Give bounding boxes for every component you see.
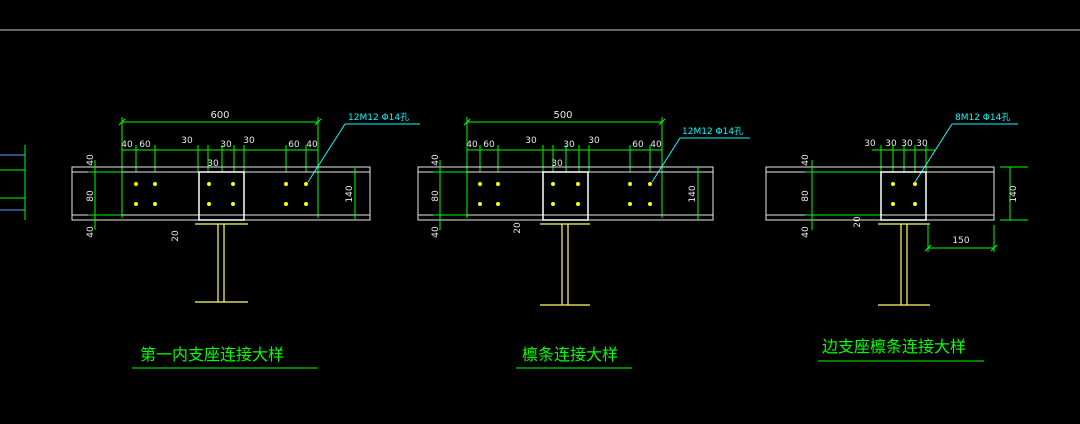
detail-2-dim-d: 30 [551,159,563,169]
detail-2-dim-b: 60 [483,140,495,150]
detail-1-dim-f: 30 [243,136,255,146]
detail-1-left-dim-mid: 80 [86,190,96,202]
detail-1-dim-e: 30 [220,140,232,150]
detail-2-dim-c: 30 [525,136,537,146]
detail-3-dim-d: 30 [916,139,928,149]
detail-1-right-dim: 140 [345,185,355,202]
detail-2-total-dimension: 500 [553,110,572,121]
detail-3-dim-b: 30 [885,139,897,149]
detail-3-dim-a: 30 [864,139,876,149]
detail-3-right-dim: 140 [1009,185,1019,202]
detail-1-dim-a: 40 [121,140,133,150]
detail-1-left-dim-bot: 40 [86,226,96,238]
detail-2-dim-f: 30 [588,136,600,146]
detail-1-first-interior-support: 600 40 60 30 30 30 30 60 40 12M12 Φ14孔 [71,110,420,369]
detail-3-bolts [891,182,917,206]
detail-1-dim-c: 30 [181,136,193,146]
detail-2-left-dim-mid: 80 [431,190,441,202]
detail-1-total-dimension: 600 [210,110,229,121]
detail-2-left-dim-bot: 40 [431,226,441,238]
detail-1-dim-g: 60 [288,140,300,150]
detail-3-end-support-purlin: 30 30 30 30 8M12 Φ14孔 40 80 [765,112,1028,362]
detail-2-purlin-connection: 500 40 60 30 30 30 30 60 40 12M12 Φ14孔 [417,110,750,369]
detail-3-gap-dim: 20 [853,216,863,228]
detail-2-dim-a: 40 [466,140,478,150]
detail-2-title: 檩条连接大样 [522,345,618,364]
detail-3-bolt-note: 8M12 Φ14孔 [955,112,1010,123]
detail-2-dim-h: 40 [650,140,662,150]
partial-detail-left-edge [0,145,26,220]
detail-3-title: 边支座檩条连接大样 [822,337,966,356]
detail-2-bolts [478,182,652,206]
detail-1-left-dim-top: 40 [86,154,96,166]
detail-2-left-dim-top: 40 [431,154,441,166]
detail-2-gap-dim: 20 [513,222,523,234]
detail-2-dim-e: 30 [563,140,575,150]
detail-1-title: 第一内支座连接大样 [140,345,284,364]
detail-1-dim-b: 60 [139,140,151,150]
detail-1-bolt-note: 12M12 Φ14孔 [348,112,409,123]
detail-3-end-dim: 150 [952,236,969,246]
detail-1-dim-h: 40 [306,140,318,150]
detail-2-bolt-note: 12M12 Φ14孔 [682,126,743,137]
detail-1-gap-dim: 20 [171,230,181,242]
detail-3-left-dim-top: 40 [801,154,811,166]
detail-3-dim-c: 30 [901,139,913,149]
detail-3-left-dim-mid: 80 [801,190,811,202]
detail-1-dim-d: 30 [207,159,219,169]
detail-1-bolts [134,182,308,206]
detail-3-left-dim-bot: 40 [801,226,811,238]
detail-2-right-dim: 140 [688,185,698,202]
detail-2-dim-g: 60 [632,140,644,150]
